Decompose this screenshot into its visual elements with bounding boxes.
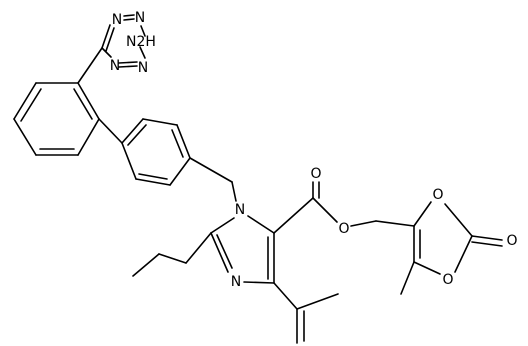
bond-tz-c-ntl bbox=[101, 24, 111, 49]
bond-ph1-6-double bbox=[73, 88, 93, 120]
atom-n-tz-top-left: N bbox=[112, 12, 122, 28]
atom-n1-imidazole: N bbox=[235, 202, 245, 218]
atom-n3-imidazole: N bbox=[231, 274, 241, 290]
atom-n-tz-right: N bbox=[138, 60, 148, 76]
bond-c2-n3 bbox=[210, 232, 229, 273]
bond-biaryl bbox=[98, 118, 123, 144]
bond-tz-nr-nl bbox=[118, 61, 138, 64]
bond-tz-n-n-top bbox=[123, 18, 135, 21]
bond-tz-to-phenyl bbox=[77, 47, 103, 84]
atom-labels: N N N2H N N N N O O O O O bbox=[110, 10, 518, 290]
atom-o-ester-carbonyl: O bbox=[310, 166, 321, 182]
bond-c5-n1 bbox=[247, 215, 275, 234]
bond-tz-nl-c bbox=[101, 47, 112, 58]
bond-n1-c2 bbox=[210, 217, 235, 234]
bond-ph1-3 bbox=[13, 118, 37, 156]
bond-ph1-2-double bbox=[20, 88, 42, 122]
bond-dx-c2-o bbox=[471, 235, 503, 241]
bond-ch2-n1 bbox=[231, 181, 237, 202]
bond-ph2-1-double bbox=[127, 124, 147, 146]
bond-ph2-5 bbox=[135, 178, 171, 186]
bond-ph2-6 bbox=[121, 142, 137, 180]
bond-tz-ntr-nh bbox=[140, 25, 146, 37]
bond-c5-carbonyl bbox=[273, 197, 314, 234]
bond-ph1-2 bbox=[13, 82, 37, 120]
bond-ph2-ch2 bbox=[189, 157, 233, 183]
bond-carbonyl-ester-o bbox=[312, 197, 338, 223]
bond-dx-o1-c2 bbox=[444, 203, 473, 237]
bond-dx-methyl bbox=[400, 261, 415, 295]
bond-dx-c4-o1 bbox=[413, 201, 432, 227]
bond-c2-n3-double bbox=[216, 234, 233, 269]
bond-ph2-5-double bbox=[138, 173, 168, 180]
bond-isopropenyl-methyl bbox=[296, 293, 339, 310]
bond-ph2-4 bbox=[169, 157, 191, 186]
bond-propyl-3 bbox=[132, 253, 160, 277]
bond-ph2-2 bbox=[142, 118, 178, 126]
bond-ph2-3 bbox=[176, 124, 191, 159]
bond-ph2-3-double bbox=[171, 129, 184, 158]
bond-ph2-1 bbox=[121, 118, 144, 144]
bond-lines bbox=[13, 14, 503, 344]
atom-n-tz-left: N bbox=[110, 58, 120, 74]
bond-dx-c2-o3 bbox=[454, 235, 473, 273]
atom-nh-tz-h: 2H bbox=[137, 34, 156, 50]
bond-tz-nh-nr bbox=[139, 46, 146, 59]
bond-tz-n-n-top-double bbox=[123, 14, 135, 17]
bond-propyl-2 bbox=[158, 253, 187, 264]
atom-nh-tz: N2H bbox=[126, 34, 156, 50]
bond-c4-isopropenyl bbox=[273, 282, 298, 310]
atom-o-dioxole-bottom: O bbox=[442, 272, 453, 288]
atom-n-tz-top-right: N bbox=[135, 10, 145, 26]
bond-ch2-dioxole bbox=[375, 220, 415, 227]
bond-dx-o3-c5 bbox=[413, 261, 441, 275]
bond-ph1-6 bbox=[77, 82, 100, 120]
bond-ester-o-ch2 bbox=[350, 220, 377, 227]
bond-propyl-1 bbox=[185, 232, 212, 264]
bond-ph1-5 bbox=[77, 118, 100, 156]
bond-n3-c4 bbox=[243, 281, 275, 284]
atom-o-ester: O bbox=[338, 221, 349, 237]
atom-o-dioxolone-carbonyl: O bbox=[506, 233, 517, 249]
bond-dx-c2-o-double bbox=[471, 241, 503, 247]
bond-tz-nr-nl-double bbox=[118, 65, 138, 68]
bond-tz-c-ntl-double bbox=[105, 27, 115, 52]
atom-o-dioxole-top: O bbox=[432, 187, 443, 203]
atom-nh-tz-n: N bbox=[126, 34, 136, 50]
